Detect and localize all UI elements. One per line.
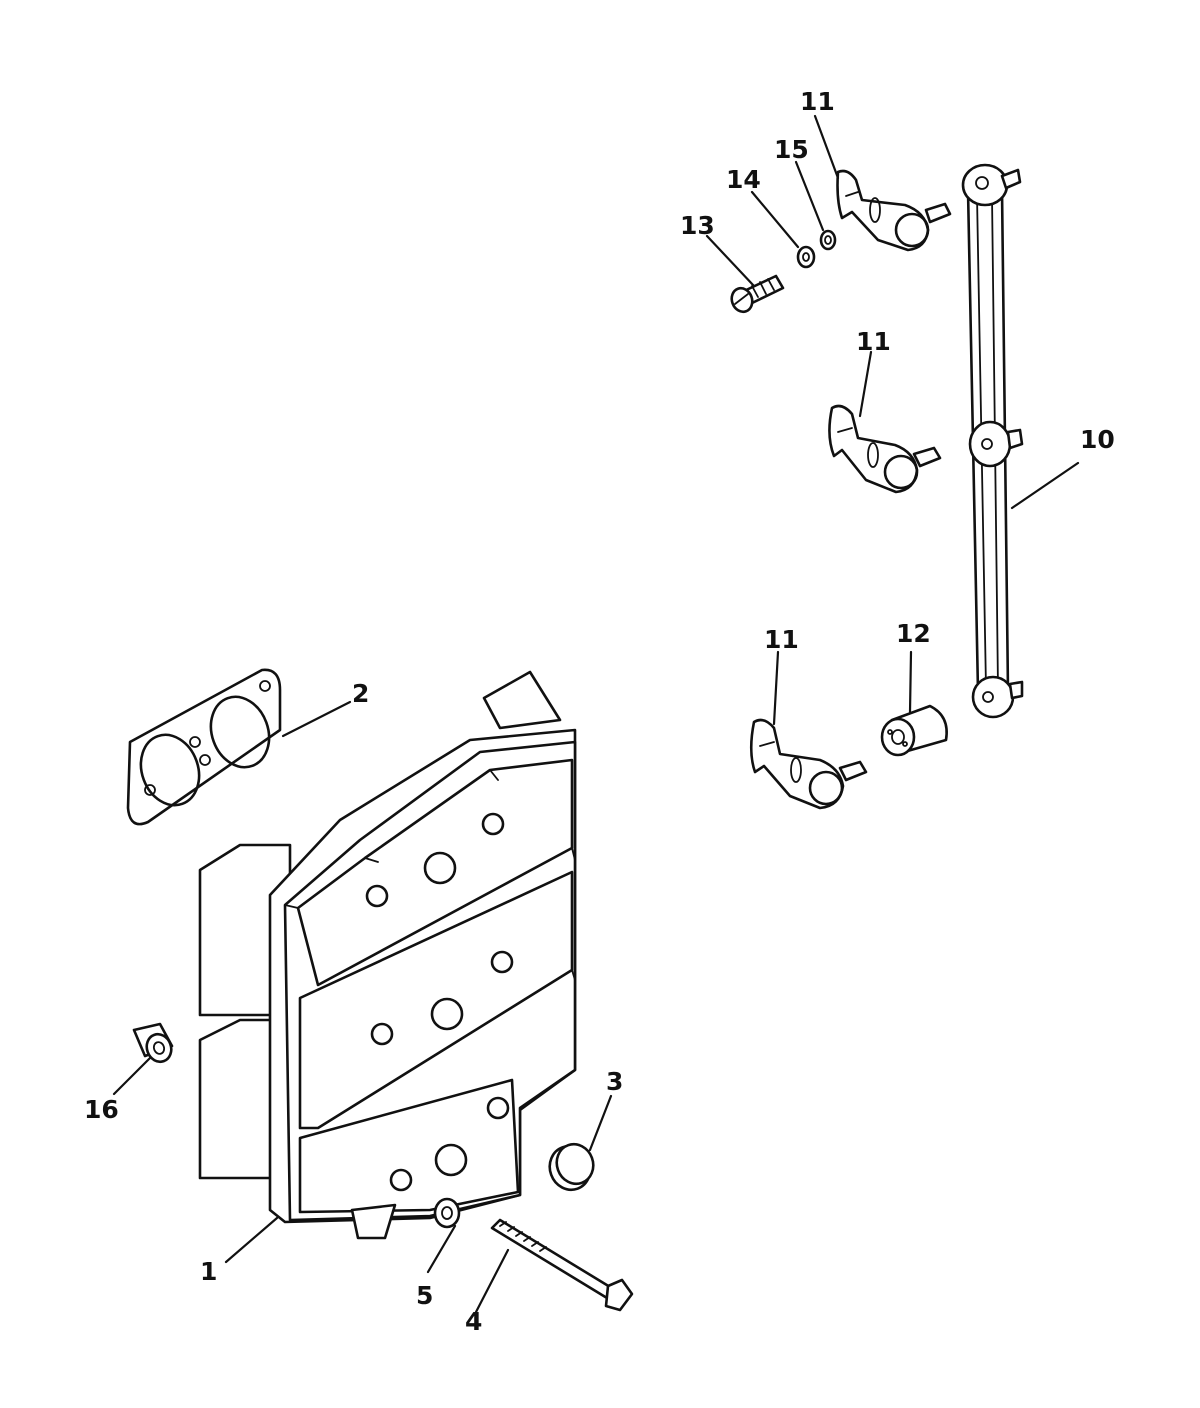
part-15-lock-washer xyxy=(819,229,837,251)
callout-11-bottom: 11 xyxy=(764,625,799,654)
part-4-bolt xyxy=(490,1218,634,1312)
callout-14: 14 xyxy=(726,165,761,194)
part-16-bushing xyxy=(132,1022,174,1064)
part-10-link-rod xyxy=(961,163,1024,719)
part-5-washer xyxy=(433,1197,461,1229)
callout-10: 10 xyxy=(1080,425,1115,454)
callout-2: 2 xyxy=(352,679,369,708)
callout-1: 1 xyxy=(200,1257,217,1286)
part-2-gasket xyxy=(126,668,282,826)
part-3-plug xyxy=(548,1142,595,1192)
callouts: 2 1 3 4 5 10 11 11 11 12 13 14 15 16 xyxy=(84,87,1115,1336)
callout-5: 5 xyxy=(416,1281,433,1310)
callout-4: 4 xyxy=(465,1307,482,1336)
callout-12: 12 xyxy=(896,619,931,648)
part-11-lever-middle xyxy=(828,404,942,494)
part-11-lever-bottom xyxy=(749,718,868,810)
part-11-lever-top xyxy=(836,169,952,252)
callout-16: 16 xyxy=(84,1095,119,1124)
part-1-housing xyxy=(198,670,577,1240)
part-14-washer xyxy=(796,245,816,269)
callout-3: 3 xyxy=(606,1067,623,1096)
part-13-screw xyxy=(730,274,785,314)
part-12-roller xyxy=(880,704,948,757)
callout-11-top: 11 xyxy=(800,87,835,116)
callout-13: 13 xyxy=(680,211,715,240)
callout-15: 15 xyxy=(774,135,809,164)
leader-lines xyxy=(112,114,1080,1314)
callout-11-middle: 11 xyxy=(856,327,891,356)
